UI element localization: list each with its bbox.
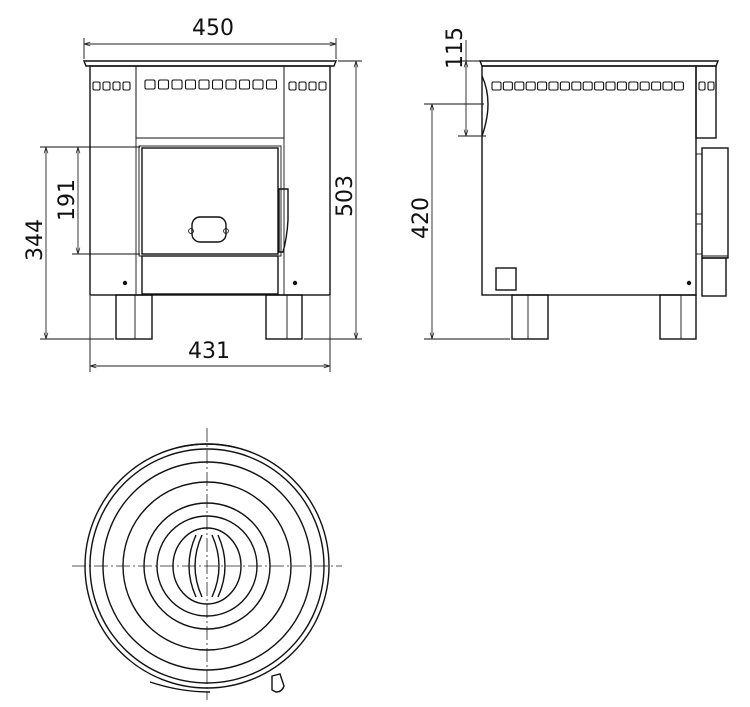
dim-label-420: 420 xyxy=(409,197,434,239)
vent-slot xyxy=(318,81,327,91)
dim-label-115: 115 xyxy=(443,27,468,69)
vent-slot xyxy=(582,81,593,91)
side-vent-slots xyxy=(491,81,715,91)
vent-slot xyxy=(288,81,297,91)
top-middle-ring xyxy=(122,481,292,651)
top-lid-handle xyxy=(188,534,197,598)
vent-slot xyxy=(639,81,650,91)
dim-label-431: 431 xyxy=(188,339,230,364)
side-air-box xyxy=(495,267,517,291)
front-leg-right xyxy=(265,294,303,340)
vent-slot xyxy=(616,81,627,91)
front-door xyxy=(141,147,279,255)
vent-slot xyxy=(559,81,570,91)
front-top-plate xyxy=(82,60,338,67)
vent-slot xyxy=(651,81,662,91)
front-dimensions: 450 431 503 344 191 xyxy=(23,16,362,372)
vent-slot xyxy=(491,81,502,91)
top-side-handle xyxy=(271,673,285,693)
side-door xyxy=(701,147,729,259)
vent-slot xyxy=(211,79,224,90)
side-top-plate xyxy=(478,60,720,67)
vent-slot xyxy=(548,81,559,91)
vent-slot xyxy=(184,79,197,90)
dim-label-191: 191 xyxy=(55,179,80,221)
side-rear-bump xyxy=(481,75,489,137)
front-ash-drawer xyxy=(141,255,279,295)
front-vent-slots xyxy=(92,79,327,91)
top-inner-ring xyxy=(156,515,258,617)
vent-slot xyxy=(298,81,307,91)
front-leg-left xyxy=(115,294,153,340)
side-ash-drawer xyxy=(701,257,727,297)
vent-slot xyxy=(198,79,210,90)
front-door-frame xyxy=(138,145,282,257)
side-dimensions: 115 420 xyxy=(409,27,510,340)
top-lid xyxy=(172,527,242,605)
front-door-handle xyxy=(278,188,289,253)
side-view xyxy=(478,60,729,340)
vent-slot xyxy=(252,79,264,90)
front-door-window xyxy=(191,216,227,243)
vent-slot xyxy=(525,81,536,91)
vent-slot xyxy=(514,81,525,91)
vent-slot xyxy=(502,81,513,91)
vent-slot xyxy=(122,81,131,91)
vent-slot xyxy=(594,81,605,91)
vent-slot xyxy=(92,81,101,91)
vent-slot xyxy=(698,81,706,91)
vent-slot xyxy=(112,81,121,91)
vent-slot xyxy=(171,79,183,90)
vent-slot xyxy=(265,79,278,90)
vent-slot xyxy=(571,81,582,91)
vent-slot xyxy=(662,81,673,91)
dim-label-503: 503 xyxy=(333,175,358,217)
front-view xyxy=(82,60,338,340)
vent-slot xyxy=(673,81,684,91)
vent-slot xyxy=(102,81,111,91)
vent-slot xyxy=(225,79,237,90)
vent-slot xyxy=(537,81,548,91)
top-view xyxy=(72,428,342,700)
top-leg-marks xyxy=(149,681,211,693)
side-upper-block xyxy=(695,65,717,139)
dim-label-344: 344 xyxy=(23,219,48,261)
vent-slot xyxy=(628,81,639,91)
vent-slot xyxy=(144,79,156,90)
vent-slot xyxy=(157,79,170,90)
front-body xyxy=(89,65,331,296)
vent-slot xyxy=(238,79,251,90)
vent-slot xyxy=(605,81,616,91)
side-leg-right xyxy=(659,294,697,340)
front-upper-panel xyxy=(135,65,285,139)
vent-slot xyxy=(707,81,715,91)
dim-label-450: 450 xyxy=(192,16,234,41)
side-leg-left xyxy=(511,294,549,340)
vent-slot xyxy=(308,81,317,91)
side-body xyxy=(481,65,697,296)
